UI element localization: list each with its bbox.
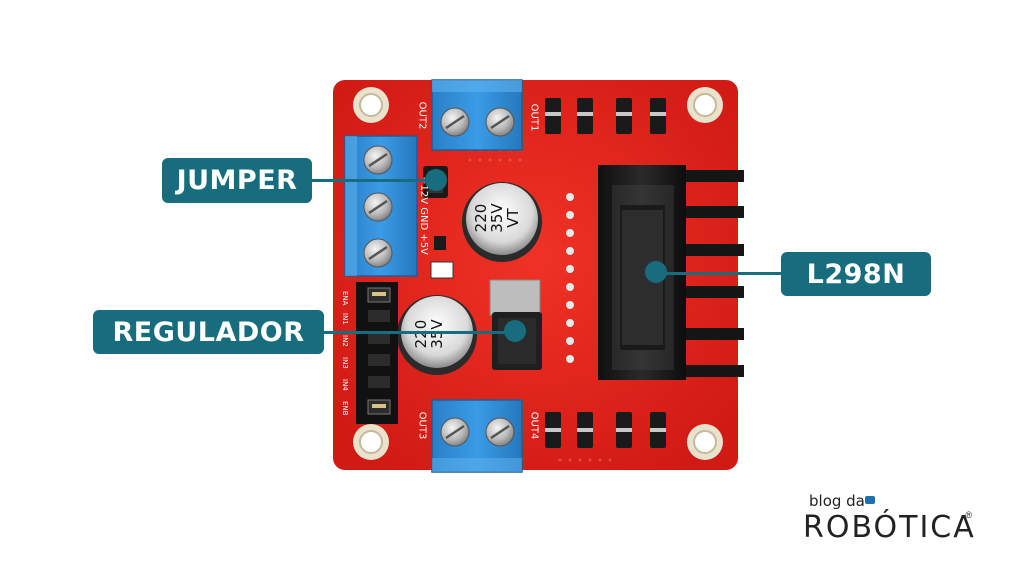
smd-component [434,236,446,250]
terminal-block-power [344,135,418,277]
regulador-label: REGULADOR [93,310,324,354]
cap2-label: 220 35V [412,312,446,356]
capacitor-1 [462,182,542,262]
pin-label: IN3 [341,357,349,369]
silk-out1: OUT1 [528,103,540,132]
mounting-hole [353,424,389,460]
mounting-hole [687,87,723,123]
diodes-top [545,98,666,134]
cap2-value: 220 [412,319,430,349]
cap2-voltage: 35V [428,319,446,349]
terminal-block-top [431,79,523,151]
input-pin-header [356,282,398,424]
pin-label: IN1 [341,313,349,325]
pin-labels: ENA IN1 IN2 IN3 IN4 ENB [337,288,353,420]
pin-label: ENA [341,291,349,306]
l298n-label: L298N [781,252,931,296]
jumper-callout-dot [425,169,447,191]
smd-component [430,261,454,279]
regulador-callout-dot [504,320,526,342]
diodes-bottom [545,412,666,448]
mounting-hole [687,424,723,460]
silk-out4: OUT4 [528,411,540,440]
blog-da-robotica-logo: blog da ROBÓTICA ® [801,492,976,548]
robot-icon [865,496,875,504]
mounting-hole [353,87,389,123]
jumper-label: JUMPER [162,158,312,203]
logo-big-text: ROBÓTICA [803,510,976,545]
cap1-voltage: 35V [488,203,506,233]
cap1-brand: VT [504,208,522,228]
pin-label: ENB [341,401,349,416]
cap1-value: 220 [472,203,490,233]
silk-power-pins: +12V GND +5V [417,176,429,255]
silk-out2: OUT2 [416,101,428,130]
l298n-callout-line [656,272,781,275]
logo-small-text: blog da [809,492,865,510]
l298n-callout-dot [645,261,667,283]
logo-registered-mark: ® [965,510,972,520]
jumper-callout-line [312,179,435,182]
terminal-block-bottom [431,399,523,473]
pin-label: IN2 [341,335,349,347]
regulador-callout-line [324,331,514,334]
cap1-label: 220 35V VT [472,196,522,240]
pin-label: IN4 [341,379,349,391]
silk-out3: OUT3 [416,411,428,440]
